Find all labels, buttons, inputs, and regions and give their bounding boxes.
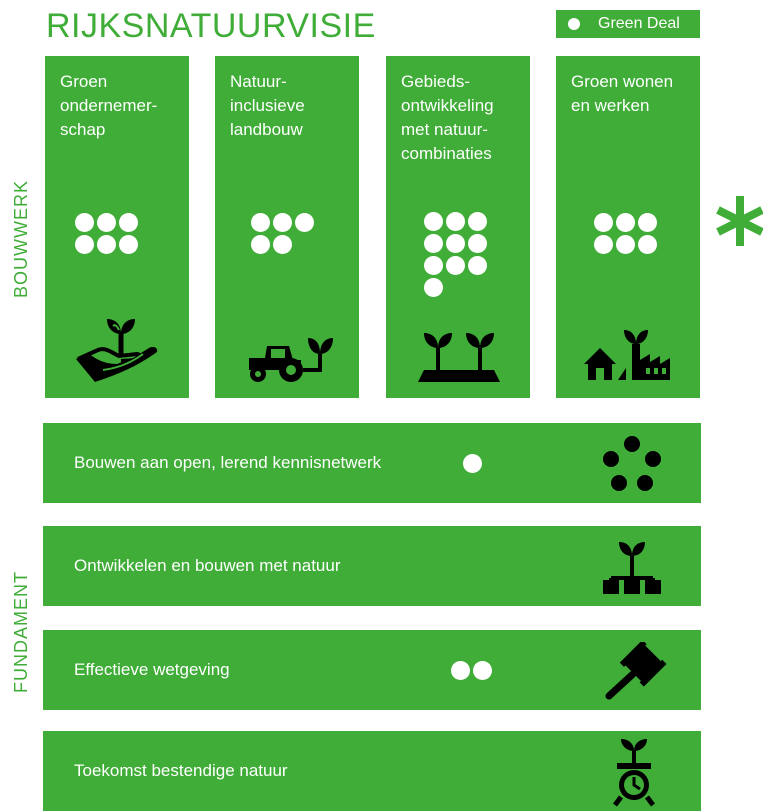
green-deal-dot-icon: [424, 256, 443, 275]
green-deal-dots: [451, 661, 492, 680]
green-deal-dot-icon: [451, 661, 470, 680]
green-deal-dot-icon: [97, 213, 116, 232]
row-toekomst-natuur: Toekomst bestendige natuur: [43, 731, 701, 811]
card-label: Groen ondernemer- schap: [60, 72, 158, 139]
asterisk-icon: [716, 196, 763, 246]
legend: Green Deal: [556, 10, 700, 38]
green-deal-dot-icon: [446, 256, 465, 275]
green-deal-dots: [75, 213, 147, 254]
green-deal-dot-icon: [568, 18, 580, 30]
row-label: Effectieve wetgeving: [74, 660, 230, 679]
green-deal-dot-icon: [468, 234, 487, 253]
sprout-clock-icon: [613, 739, 655, 807]
green-deal-dot-icon: [119, 235, 138, 254]
card-label: Gebieds- ontwikkeling met natuur- combin…: [401, 72, 494, 163]
green-deal-dot-icon: [75, 213, 94, 232]
green-deal-dot-icon: [473, 661, 492, 680]
green-deal-dot-icon: [468, 212, 487, 231]
house-and-factory-icon: [584, 330, 670, 380]
row-label: Toekomst bestendige natuur: [74, 761, 288, 780]
green-deal-dot-icon: [638, 213, 657, 232]
green-deal-dot-icon: [446, 234, 465, 253]
network-dots-icon: [603, 436, 661, 491]
green-deal-dots: [463, 454, 482, 473]
card-groen-ondernemerschap: Groen ondernemer- schap: [45, 56, 189, 398]
green-deal-dot-icon: [594, 213, 613, 232]
green-deal-dot-icon: [616, 235, 635, 254]
card-gebiedsontwikkeling: Gebieds- ontwikkeling met natuur- combin…: [386, 56, 530, 398]
card-groen-wonen-werken: Groen wonen en werken: [556, 56, 700, 398]
side-label-bouwwerk: BOUWWERK: [11, 180, 31, 298]
green-deal-dot-icon: [273, 235, 292, 254]
green-deal-dot-icon: [424, 212, 443, 231]
green-deal-dot-icon: [446, 212, 465, 231]
page-title: RIJKSNATUURVISIE: [46, 7, 376, 45]
green-deal-dot-icon: [251, 235, 270, 254]
two-sprouts-on-land-icon: [418, 333, 500, 382]
green-deal-dot-icon: [295, 213, 314, 232]
hand-with-sprout-icon: [76, 319, 158, 382]
gavel-icon: [605, 642, 667, 700]
green-deal-dot-icon: [424, 234, 443, 253]
green-deal-dot-icon: [463, 454, 482, 473]
green-deal-dot-icon: [594, 235, 613, 254]
card-natuurinclusieve-landbouw: Natuur- inclusieve landbouw: [215, 56, 359, 398]
green-deal-dot-icon: [273, 213, 292, 232]
green-deal-dot-icon: [119, 213, 138, 232]
card-label: Groen wonen en werken: [571, 72, 674, 115]
green-deal-dot-icon: [616, 213, 635, 232]
green-deal-dot-icon: [97, 235, 116, 254]
row-label: Ontwikkelen en bouwen met natuur: [74, 556, 341, 575]
green-deal-dot-icon: [638, 235, 657, 254]
row-kennisnetwerk: Bouwen aan open, lerend kennisnetwerk: [43, 423, 701, 503]
green-deal-dots: [424, 212, 496, 297]
row-label: Bouwen aan open, lerend kennisnetwerk: [74, 453, 382, 472]
row-bouwen-met-natuur: Ontwikkelen en bouwen met natuur: [43, 526, 701, 606]
sprout-on-blocks-icon: [603, 542, 661, 594]
card-label: Natuur- inclusieve landbouw: [230, 72, 305, 139]
row-wetgeving: Effectieve wetgeving: [43, 630, 701, 710]
side-label-fundament: FUNDAMENT: [11, 571, 31, 693]
green-deal-dot-icon: [468, 256, 487, 275]
green-deal-dot-icon: [424, 278, 443, 297]
green-deal-dots: [251, 213, 323, 254]
green-deal-dot-icon: [251, 213, 270, 232]
green-deal-dot-icon: [75, 235, 94, 254]
legend-label: Green Deal: [598, 15, 680, 32]
green-deal-dots: [594, 213, 666, 254]
tractor-with-sprout-icon: [249, 338, 333, 382]
